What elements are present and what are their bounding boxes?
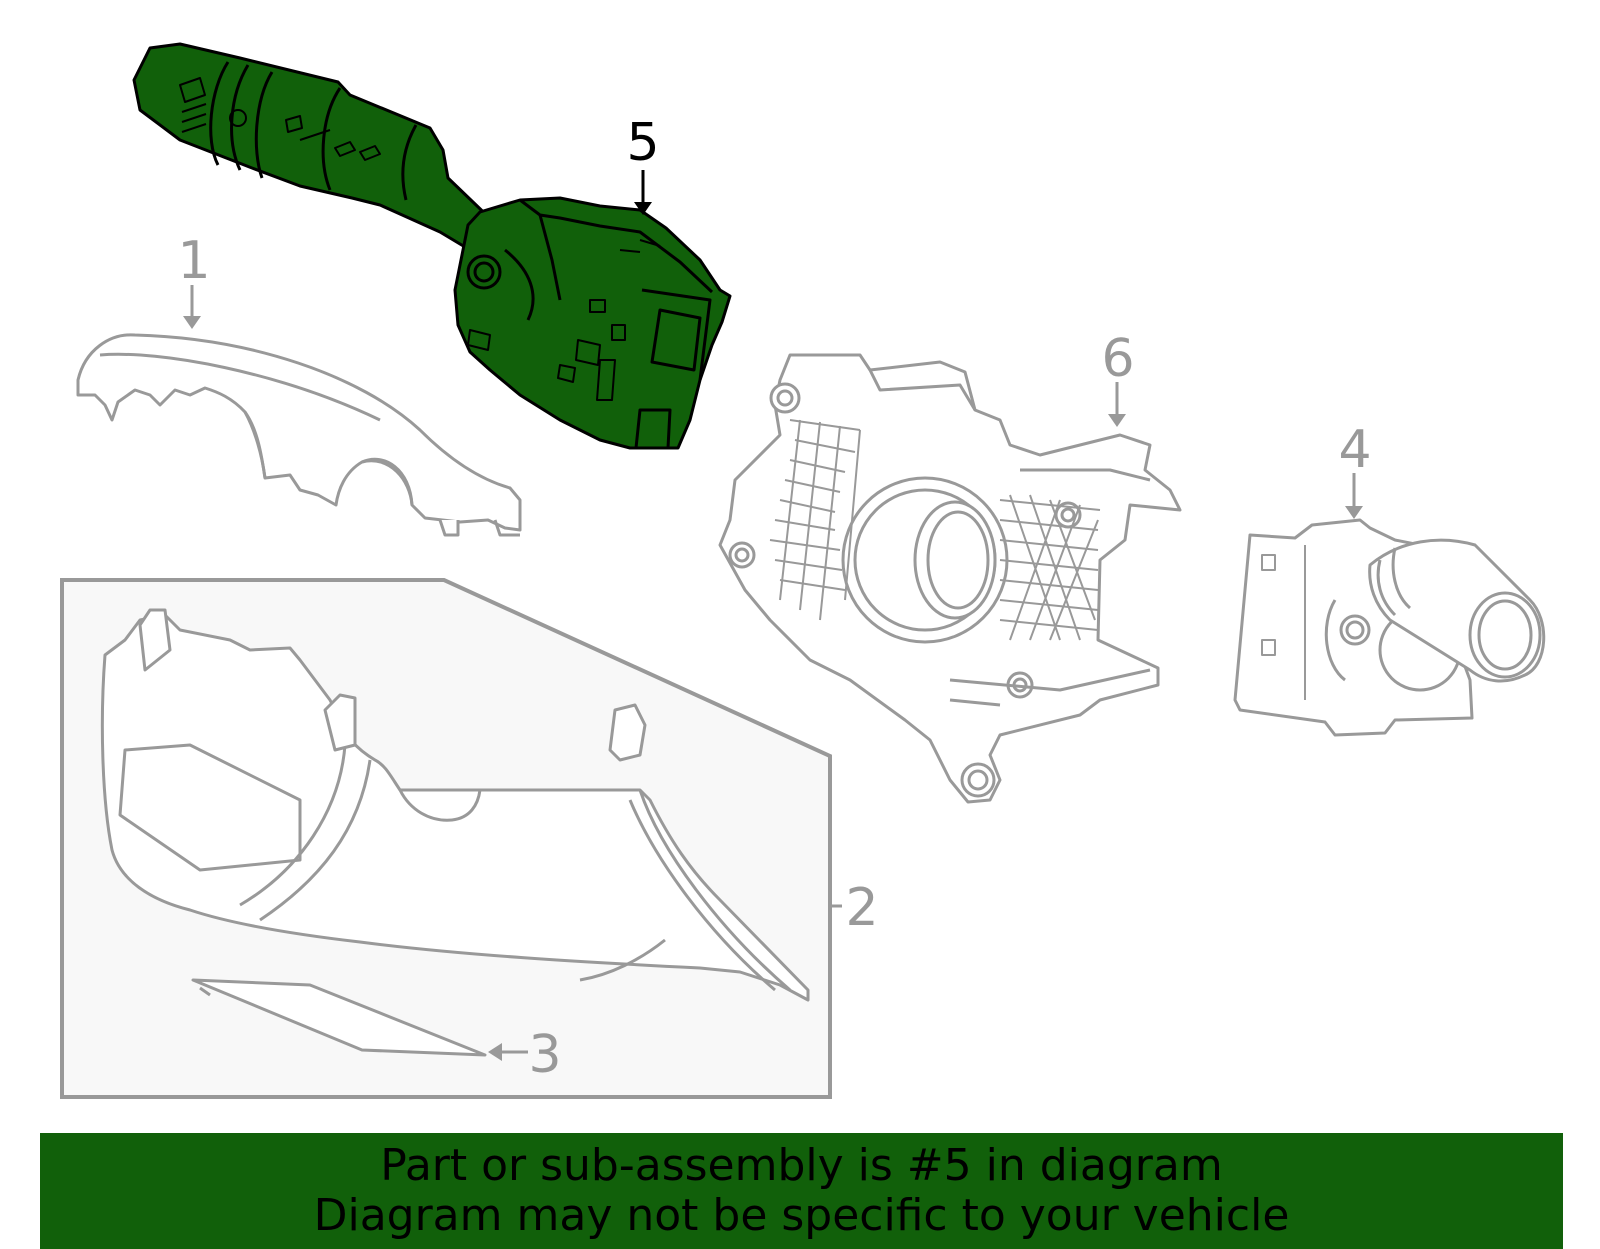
banner-line-2: Diagram may not be specific to your vehi… (313, 1190, 1290, 1241)
callout-1: 1 (177, 231, 210, 291)
part-1-upper-column-cover[interactable] (76, 333, 522, 537)
leader-1-arrowhead (183, 316, 201, 329)
part-3-strip[interactable] (191, 978, 487, 1057)
banner-line-1: Part or sub-assembly is #5 in diagram (380, 1140, 1223, 1191)
leader-5-arrowhead (634, 202, 652, 215)
callout-6: 6 (1101, 329, 1134, 389)
callout-4: 4 (1338, 420, 1371, 480)
callout-leaders (183, 170, 1363, 1061)
banner-background (40, 1133, 1563, 1249)
part-2-lower-column-cover[interactable] (100, 608, 810, 1002)
leader-3-arrowhead (488, 1043, 502, 1061)
callout-3: 3 (528, 1025, 561, 1085)
part-5-combination-switch[interactable] (132, 42, 732, 450)
part-4-wiper-switch[interactable] (1233, 518, 1546, 737)
info-banner: Part or sub-assembly is #5 in diagram Di… (40, 1133, 1563, 1249)
leader-4-arrowhead (1345, 506, 1363, 519)
part-6-switch-housing[interactable] (718, 353, 1182, 804)
callout-2: 2 (845, 878, 878, 938)
leader-6-arrowhead (1108, 414, 1126, 427)
callout-5: 5 (626, 113, 659, 173)
